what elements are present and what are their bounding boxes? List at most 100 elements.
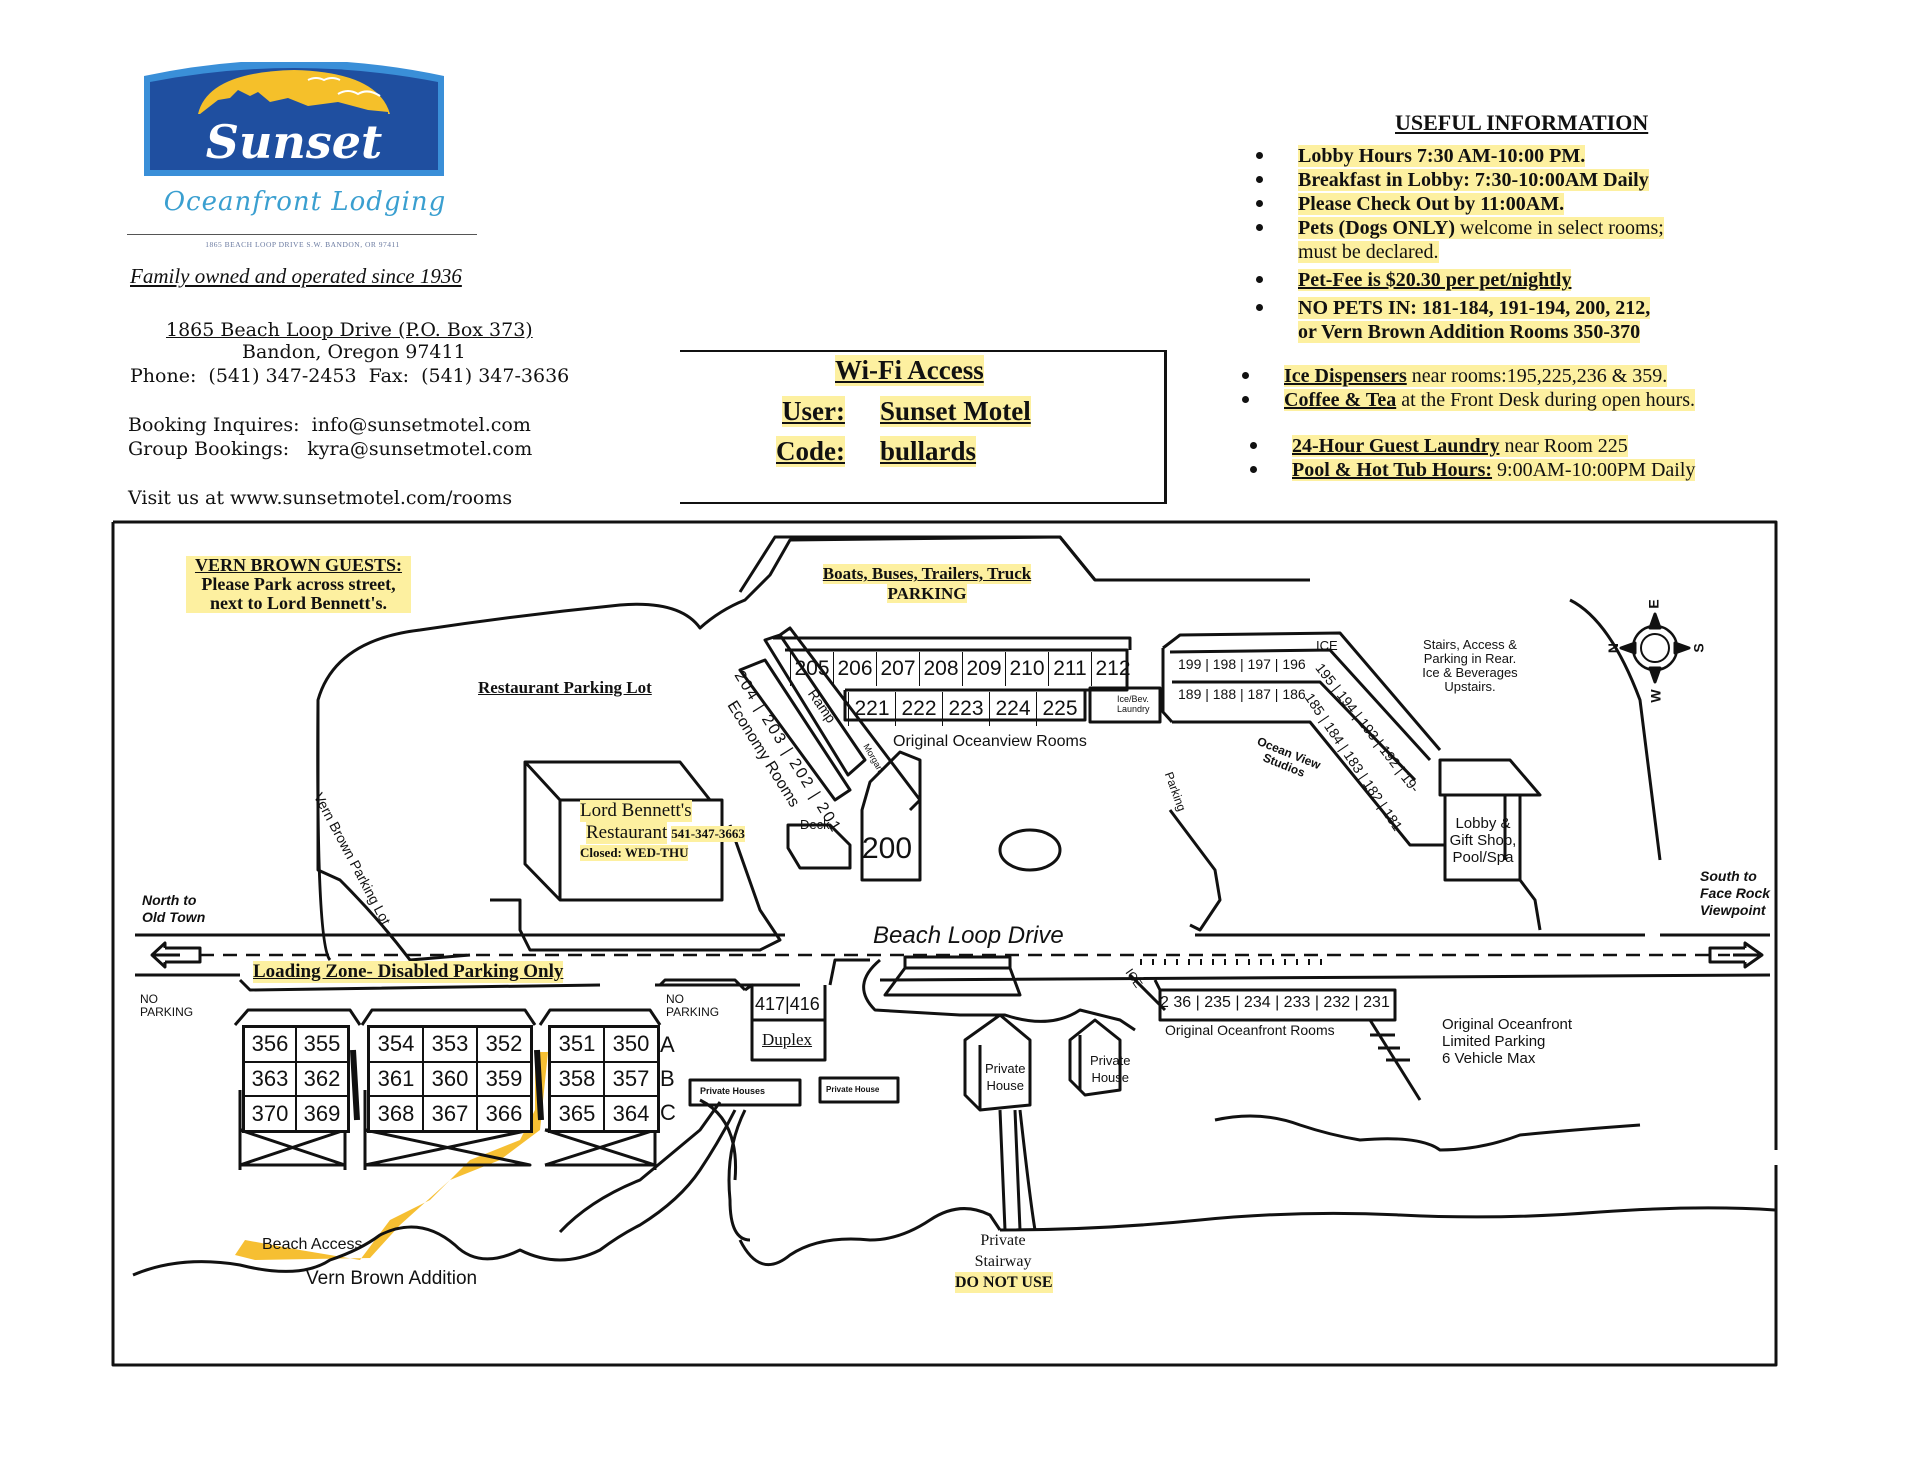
- stairs-note-line3: Ice & Beverages: [1422, 665, 1518, 680]
- room-360[interactable]: 360: [423, 1061, 477, 1097]
- room-222[interactable]: 222: [895, 692, 942, 726]
- room-212[interactable]: 212: [1091, 652, 1134, 686]
- logo-address: 1865 BEACH LOOP DRIVE S.W. BANDON, OR 97…: [205, 240, 400, 249]
- room-362[interactable]: 362: [296, 1061, 348, 1097]
- room-224[interactable]: 224: [989, 692, 1036, 726]
- room-353[interactable]: 353: [423, 1027, 477, 1062]
- room-350[interactable]: 350: [604, 1027, 658, 1062]
- room-225[interactable]: 225: [1036, 692, 1083, 726]
- bullet-icon: [1256, 276, 1263, 283]
- bullet-icon: [1242, 372, 1249, 379]
- stairs-note-line4: Upstairs.: [1444, 679, 1496, 694]
- wifi-code-value: bullards: [880, 436, 977, 467]
- family-owned-text: Family owned and operated since 1936: [130, 264, 462, 288]
- room-357[interactable]: 357: [604, 1061, 658, 1097]
- oceanfront-building: [1128, 973, 1397, 1022]
- room-369[interactable]: 369: [296, 1096, 348, 1131]
- room-359[interactable]: 359: [477, 1061, 531, 1097]
- duplex-rooms[interactable]: 417|416: [755, 994, 820, 1014]
- info-item-bold: Please Check Out by 11:00AM.: [1298, 193, 1565, 215]
- private-houses-label: Private Houses: [700, 1086, 766, 1096]
- shoreline: [132, 1101, 1776, 1277]
- room-368[interactable]: 368: [369, 1096, 423, 1131]
- ice-laundry-line2: Laundry: [1117, 704, 1150, 714]
- room-355[interactable]: 355: [296, 1027, 348, 1062]
- private-houses-box: [688, 1078, 802, 1107]
- compass-west-label: W: [1647, 689, 1664, 703]
- info-item-text: Lobby Hours 7:30 AM-10:00 PM.: [1298, 145, 1586, 167]
- info-item: Lobby Hours 7:30 AM-10:00 PM.: [1256, 144, 1586, 168]
- room-209[interactable]: 209: [962, 652, 1005, 686]
- room-358[interactable]: 358: [550, 1061, 604, 1097]
- room-221[interactable]: 221: [848, 692, 895, 726]
- oceanfront-parking-line3: 6 Vehicle Max: [1442, 1050, 1536, 1067]
- booking-email[interactable]: Booking Inquires: info@sunsetmotel.com: [128, 414, 531, 436]
- info-item: Pool & Hot Tub Hours: 9:00AM-10:00PM Dai…: [1250, 458, 1696, 482]
- room-352[interactable]: 352: [477, 1027, 531, 1062]
- room-367[interactable]: 367: [423, 1096, 477, 1131]
- room-208[interactable]: 208: [919, 652, 962, 686]
- oceanfront-room-numbers[interactable]: 2 36 | 235 | 234 | 233 | 232 | 231: [1160, 994, 1390, 1011]
- room-200[interactable]: 200: [862, 832, 913, 865]
- room-210[interactable]: 210: [1005, 652, 1048, 686]
- boats-parking-label: Boats, Buses, Trailers, Truck PARKING: [782, 564, 1072, 604]
- info-item-text: or Vern Brown Addition Rooms 350-370: [1298, 321, 1641, 343]
- stairs-access-note: Stairs, Access & Parking in Rear. Ice & …: [1405, 638, 1535, 694]
- group-booking-email[interactable]: Group Bookings: kyra@sunsetmotel.com: [128, 438, 533, 460]
- room-206[interactable]: 206: [833, 652, 876, 686]
- room-211[interactable]: 211: [1048, 652, 1091, 686]
- room-370[interactable]: 370: [244, 1096, 296, 1131]
- do-not-use-warning: DO NOT USE: [955, 1272, 1053, 1293]
- vern-brown-roofs: [233, 1008, 662, 1026]
- room-361[interactable]: 361: [369, 1061, 423, 1097]
- right-lot-outline: [1518, 598, 1662, 931]
- lobby-gift-shop-pool[interactable]: Lobby & Gift Shop, Pool/Spa: [1447, 815, 1519, 866]
- info-item-text: Pet-Fee is $20.30 per pet/nightly: [1298, 269, 1572, 291]
- studio-rooms-top[interactable]: 199 | 198 | 197 | 196: [1178, 656, 1306, 672]
- info-item: Ice Dispensers near rooms:195,225,236 & …: [1242, 364, 1668, 388]
- compass-north-label: N: [1605, 642, 1622, 654]
- website-link[interactable]: Visit us at www.sunsetmotel.com/rooms: [128, 487, 513, 509]
- studio-rooms-bottom[interactable]: 189 | 188 | 187 | 186: [1178, 686, 1306, 702]
- ice-laundry-building: [1088, 686, 1162, 724]
- north-line-2: Old Town: [142, 909, 206, 925]
- info-item-bold: 24-Hour Guest Laundry: [1292, 435, 1500, 457]
- private-house-b-line1: Private: [1090, 1053, 1131, 1068]
- room-366[interactable]: 366: [477, 1096, 531, 1131]
- room-416[interactable]: 416: [789, 994, 820, 1014]
- room-351[interactable]: 351: [550, 1027, 604, 1062]
- stairs-note-line2: Parking in Rear.: [1423, 651, 1517, 666]
- room-417[interactable]: 417: [755, 994, 786, 1014]
- lord-bennetts-restaurant[interactable]: Lord Bennett's Restaurant 541-347-3663 C…: [580, 800, 745, 862]
- floor-a: A: [660, 1032, 675, 1057]
- lobby-line1: Lobby &: [1455, 815, 1511, 832]
- beach-structure: [883, 955, 1022, 997]
- address-line-1: 1865 Beach Loop Drive (P.O. Box 373): [166, 319, 533, 341]
- room-223[interactable]: 223: [942, 692, 989, 726]
- room-365[interactable]: 365: [550, 1096, 604, 1131]
- house-loop: [862, 958, 1136, 1032]
- boats-parking-line2: PARKING: [887, 584, 967, 603]
- info-item: 24-Hour Guest Laundry near Room 225: [1250, 434, 1628, 458]
- room-207[interactable]: 207: [876, 652, 919, 686]
- info-item: NO PETS IN: 181-184, 191-194, 200, 212,: [1256, 296, 1651, 320]
- room-354[interactable]: 354: [369, 1027, 423, 1062]
- lobby-line3: Pool/Spa: [1452, 849, 1514, 866]
- room-364[interactable]: 364: [604, 1096, 658, 1131]
- room-205[interactable]: 205: [790, 652, 833, 686]
- private-stairway-note: Private Stairway DO NOT USE: [955, 1230, 1053, 1293]
- lobby-line2: Gift Shop,: [1449, 832, 1517, 849]
- room-363[interactable]: 363: [244, 1061, 296, 1097]
- compass-icon: [1619, 612, 1691, 684]
- info-item-text: Ice Dispensers near rooms:195,225,236 & …: [1284, 365, 1668, 387]
- map-frame: [111, 520, 1778, 1367]
- info-item: Pet-Fee is $20.30 per pet/nightly: [1256, 268, 1572, 292]
- vern-brown-note-line1: Please Park across street,: [201, 574, 396, 594]
- info-item-rest: near Room 225: [1499, 435, 1628, 457]
- private-house-a-line2: House: [986, 1078, 1025, 1093]
- deck: [786, 823, 852, 870]
- room-356[interactable]: 356: [244, 1027, 296, 1062]
